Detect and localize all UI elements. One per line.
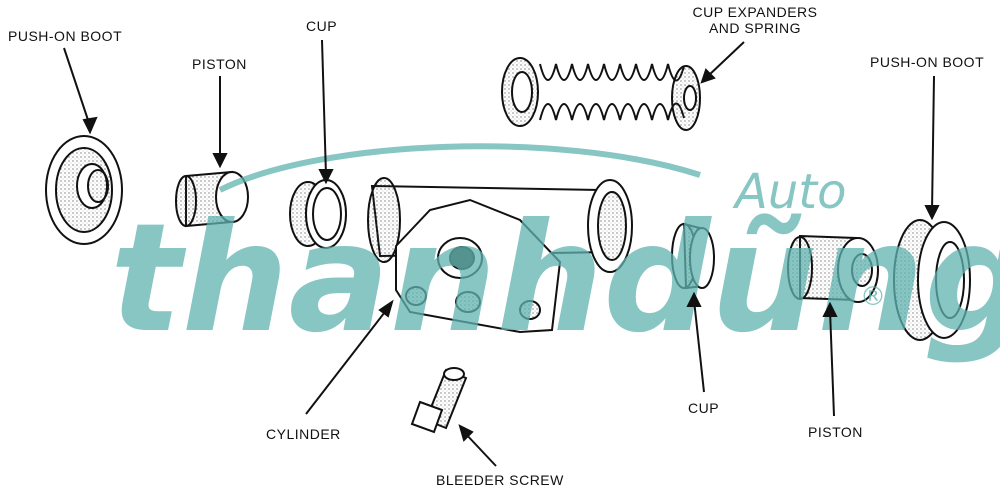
push-on-boot-left xyxy=(45,135,123,245)
label-cup-left: CUP xyxy=(306,18,338,34)
label-cup-expanders: CUP EXPANDERS AND SPRING xyxy=(690,4,820,36)
cup-left xyxy=(289,179,347,249)
label-piston-right: PISTON xyxy=(808,424,863,440)
piston-right xyxy=(787,234,879,303)
label-cup-right: CUP xyxy=(688,400,720,416)
label-piston-left: PISTON xyxy=(192,56,247,72)
watermark-brand: thanhdũng xyxy=(110,192,1000,366)
label-cup-expanders-line1: CUP EXPANDERS xyxy=(692,4,818,20)
label-bleeder-screw: BLEEDER SCREW xyxy=(436,472,564,488)
cup-right xyxy=(671,222,715,290)
piston-left xyxy=(175,170,249,228)
cup-expanders-and-spring xyxy=(501,57,701,131)
label-push-on-boot-right: PUSH-ON BOOT xyxy=(870,54,985,70)
label-cylinder: CYLINDER xyxy=(266,426,341,442)
watermark-mark: ® xyxy=(860,282,886,312)
watermark: thanhdũng Auto ® xyxy=(110,143,1000,366)
label-cup-expanders-line2: AND SPRING xyxy=(708,20,802,36)
leader-lines xyxy=(63,39,940,467)
label-push-on-boot-left: PUSH-ON BOOT xyxy=(8,28,123,44)
push-on-boot-right xyxy=(893,219,971,341)
cylinder-body xyxy=(367,177,633,334)
bleeder-screw-part xyxy=(410,367,468,434)
watermark-sub: Auto xyxy=(732,164,846,220)
